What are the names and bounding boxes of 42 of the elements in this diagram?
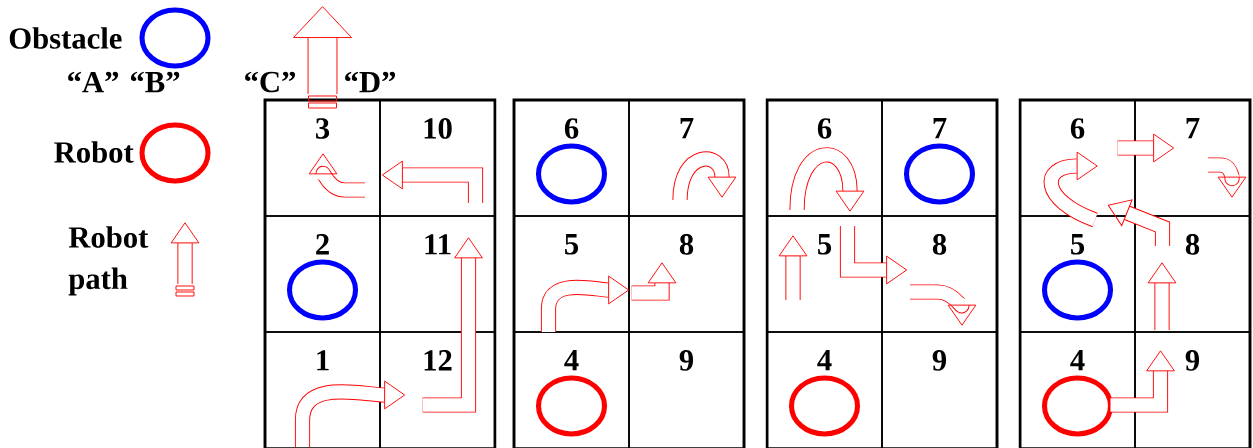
grid-cell: 4 — [766, 331, 883, 448]
grid-cell: 8 — [881, 215, 998, 333]
grid-cell: 5 — [513, 215, 630, 333]
path-arrow — [1043, 151, 1098, 227]
grid-cell: 11 — [379, 215, 496, 333]
node-label: 6 — [1070, 118, 1085, 139]
grid-cell: 9 — [1134, 331, 1251, 448]
legend-label: Robot path — [68, 226, 149, 296]
grid-cell: 4 — [1019, 331, 1136, 448]
path-arrow — [381, 160, 484, 203]
grid-label: “D” — [345, 71, 396, 93]
grid-label: “C” — [245, 71, 296, 93]
path-arrow — [294, 380, 406, 447]
path-arrow — [293, 6, 352, 109]
grid-cell: 2 — [264, 215, 381, 333]
grid-cell: 4 — [513, 331, 630, 448]
path-arrow — [540, 275, 630, 332]
grid-cell: 5 — [1019, 215, 1136, 333]
grid-label: “A” — [68, 71, 119, 93]
path-arrow — [839, 226, 908, 285]
grid-cell: 8 — [1134, 215, 1251, 333]
path-arrow — [1117, 133, 1175, 163]
grid-cell: 8 — [628, 215, 745, 333]
grid-cell: 7 — [628, 99, 745, 217]
node-label: 6 — [564, 118, 579, 139]
grid-cell: 5 — [766, 215, 883, 333]
grid-cell: 7 — [881, 99, 998, 217]
path-arrow — [422, 237, 483, 413]
grid-cell: 12 — [379, 331, 496, 448]
node-label: 3 — [315, 118, 330, 139]
path-arrow — [1107, 199, 1171, 246]
path-arrow — [1110, 350, 1175, 413]
legend-label: Obstacle — [9, 27, 122, 49]
legend-label: Robot — [54, 141, 134, 163]
node-label: 6 — [817, 118, 832, 139]
grid-cell: 9 — [881, 331, 998, 448]
grid-cell: 10 — [379, 99, 496, 217]
path-arrow — [631, 262, 677, 301]
grid-cell: 7 — [1134, 99, 1251, 217]
grid-label: “B” — [130, 71, 180, 93]
grid-cell: 1 — [264, 331, 381, 448]
grid-cell: 9 — [628, 331, 745, 448]
